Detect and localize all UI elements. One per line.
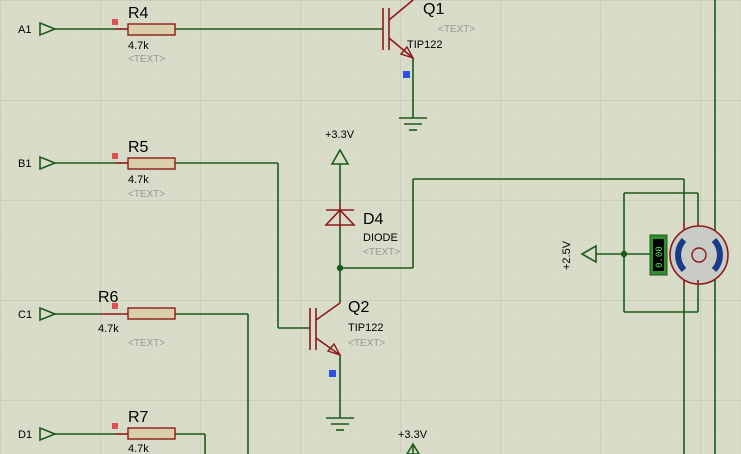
transistor-value: TIP122 [407, 39, 442, 51]
resistor-value: 4.7k [98, 323, 119, 335]
resistor-text: <TEXT> [128, 189, 165, 200]
input-label-b1: B1 [18, 158, 31, 170]
resistor-text: <TEXT> [128, 338, 165, 349]
input-terminal-a1[interactable]: A1 [18, 21, 58, 37]
resistor-r4[interactable]: R4 4.7k <TEXT> [112, 5, 176, 65]
input-label-d1: D1 [18, 429, 32, 441]
diode-text: <TEXT> [363, 247, 400, 258]
power-label: +2.5V [561, 240, 573, 270]
resistor-value: 4.7k [128, 174, 149, 186]
input-terminal-d1[interactable]: D1 [18, 426, 58, 442]
resistor-r5[interactable]: R5 4.7k <TEXT> [112, 139, 176, 200]
transistor-ref: Q1 [423, 1, 444, 18]
transistor-ref: Q2 [348, 299, 369, 316]
diode-d4[interactable]: D4 DIODE <TEXT> [324, 203, 400, 258]
resistor-ref: R6 [98, 289, 119, 306]
input-label-a1: A1 [18, 24, 31, 36]
resistor-text: <TEXT> [128, 54, 165, 65]
diode-ref: D4 [363, 211, 384, 228]
input-label-c1: C1 [18, 309, 32, 321]
power-label: +3.3V [398, 429, 428, 441]
ground-symbol [399, 117, 427, 131]
transistor-q2[interactable]: Q2 TIP122 <TEXT> [309, 299, 385, 377]
motor-display-value: 0.00 [655, 246, 665, 268]
power-terminal-3v3[interactable]: +3.3V [325, 129, 355, 165]
resistor-ref: R5 [128, 139, 149, 156]
power-terminal-3v3-bottom[interactable]: +3.3V [398, 429, 428, 454]
resistor-r7[interactable]: R7 4.7k [112, 409, 176, 454]
resistor-value: 4.7k [128, 443, 149, 454]
transistor-text: <TEXT> [348, 338, 385, 349]
diode-value: DIODE [363, 232, 398, 244]
junction-dot [620, 250, 628, 258]
transistor-text: <TEXT> [438, 24, 475, 35]
resistor-r6[interactable]: R6 4.7k <TEXT> [98, 289, 176, 349]
resistor-value: 4.7k [128, 40, 149, 52]
junction-dot [336, 264, 344, 272]
resistor-ref: R4 [128, 5, 149, 22]
dc-motor[interactable] [669, 222, 729, 286]
transistor-q1[interactable]: Q1 TIP122 <TEXT> [382, 0, 475, 78]
power-label: +3.3V [325, 129, 355, 141]
power-terminal-2v5[interactable]: +2.5V [561, 240, 597, 270]
input-terminal-b1[interactable]: B1 [18, 155, 58, 171]
input-terminal-c1[interactable]: C1 [18, 306, 58, 322]
motor-speed-display: 0.00 [649, 234, 668, 276]
transistor-value: TIP122 [348, 322, 383, 334]
resistor-ref: R7 [128, 409, 149, 426]
ground-symbol [326, 417, 354, 431]
